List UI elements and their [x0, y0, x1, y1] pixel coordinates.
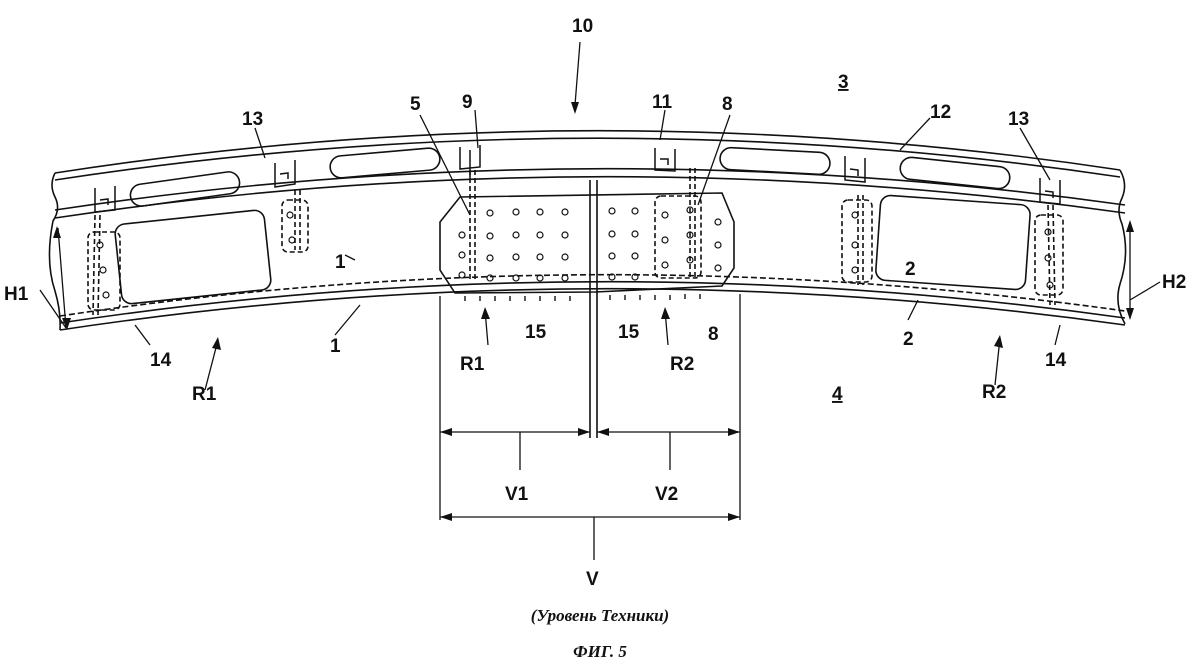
plate-right-1	[841, 199, 873, 283]
label-3: 3	[838, 72, 849, 93]
label-9: 9	[462, 92, 473, 113]
stringer-band-edge	[54, 167, 1126, 211]
cutout-1	[129, 171, 241, 207]
cutout-4	[899, 156, 1011, 190]
frame-lower-edge-1	[59, 280, 1126, 324]
rivets	[96, 206, 1054, 299]
plate-left-2	[281, 199, 309, 253]
label-1-lower: 1	[330, 336, 341, 357]
break-right	[1117, 169, 1127, 325]
frame-lower-edge-3	[59, 273, 1126, 317]
flange-marks	[464, 294, 701, 301]
label-5: 5	[410, 94, 421, 115]
label-V: V	[586, 569, 599, 590]
label-V1: V1	[505, 484, 529, 505]
frame2-opening	[875, 194, 1031, 291]
skin-inner	[54, 137, 1121, 181]
prior-art-caption: (Уровень Техники)	[530, 606, 670, 625]
label-11: 11	[652, 92, 673, 113]
label-R1-outer: R1	[192, 384, 217, 405]
label-R1-inner: R1	[460, 354, 485, 375]
frame1-opening	[114, 209, 272, 305]
label-14-left: 14	[150, 350, 172, 371]
label-R2-inner: R2	[670, 354, 694, 375]
label-V2: V2	[655, 484, 678, 505]
label-H1: H1	[4, 284, 29, 305]
plate-left-1	[87, 231, 121, 311]
label-13-right: 13	[1008, 109, 1029, 130]
label-8-top: 8	[722, 94, 733, 115]
label-1: 1	[335, 252, 346, 273]
label-2-lower: 2	[903, 329, 914, 350]
label-15-right: 15	[618, 322, 640, 343]
label-14-right: 14	[1045, 350, 1067, 371]
frame-lower-edge-2	[59, 287, 1126, 331]
frame-upper-edge	[54, 175, 1126, 219]
label-12: 12	[930, 102, 951, 123]
center-joint	[589, 180, 598, 438]
cutout-3	[719, 146, 831, 176]
splice-plate	[439, 192, 735, 294]
label-10: 10	[572, 16, 593, 37]
label-13-left: 13	[242, 109, 263, 130]
label-8-bottom: 8	[708, 324, 719, 345]
label-R2-outer: R2	[982, 382, 1006, 403]
skin-outer	[54, 129, 1121, 174]
stringer-profiles	[94, 145, 1061, 213]
figure-caption: ФИГ. 5	[573, 642, 627, 661]
break-left	[48, 172, 61, 331]
label-2: 2	[905, 259, 916, 280]
inner-plate	[654, 195, 702, 279]
plate-right-2	[1034, 214, 1064, 296]
label-H2: H2	[1162, 272, 1186, 293]
label-4: 4	[832, 384, 843, 405]
label-15-left: 15	[525, 322, 547, 343]
arrowheads	[53, 102, 1134, 521]
cutout-2	[329, 147, 441, 179]
